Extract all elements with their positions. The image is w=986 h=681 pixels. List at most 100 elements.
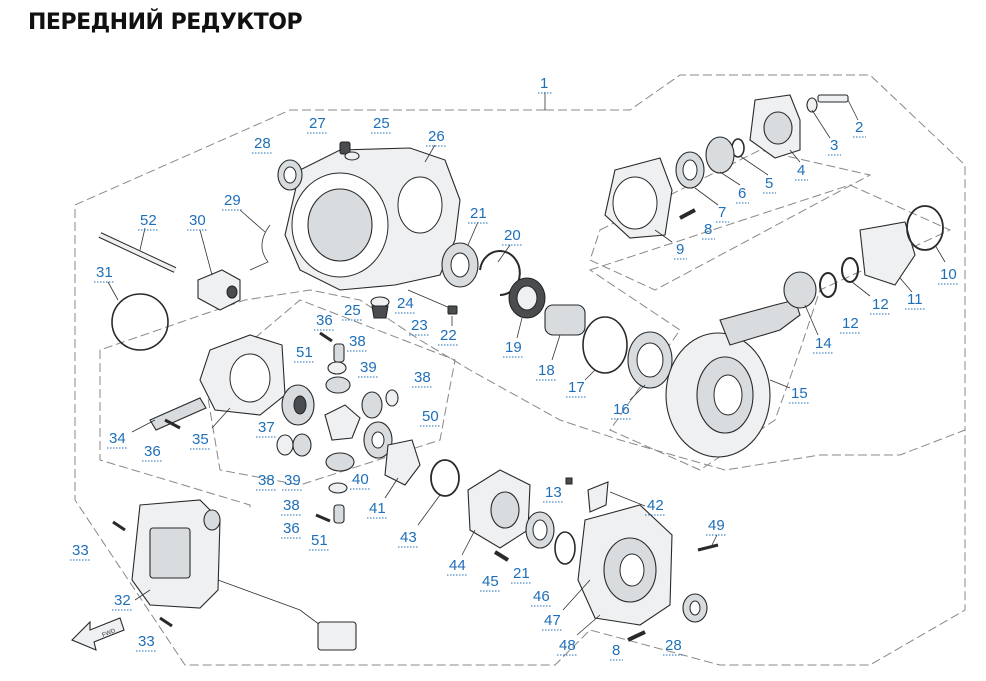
- callout-47[interactable]: 47: [542, 612, 563, 631]
- leader-15: [769, 379, 791, 389]
- callout-14[interactable]: 14: [813, 335, 834, 354]
- callout-17[interactable]: 17: [566, 379, 587, 398]
- callout-45[interactable]: 45: [480, 573, 501, 592]
- callout-40[interactable]: 40: [350, 471, 371, 490]
- callout-36a[interactable]: 36: [314, 312, 335, 331]
- callout-8a[interactable]: 8: [702, 221, 715, 240]
- leader-42: [609, 491, 646, 507]
- callout-38a[interactable]: 38: [347, 333, 368, 352]
- leader-6: [719, 171, 741, 186]
- callout-46[interactable]: 46: [531, 588, 552, 607]
- callout-12b[interactable]: 12: [870, 296, 891, 315]
- callout-38b[interactable]: 38: [412, 369, 433, 388]
- callout-34[interactable]: 34: [107, 430, 128, 449]
- assembly-1-outer: [545, 74, 966, 430]
- callout-28b-text: 28: [665, 637, 682, 654]
- callout-30-text: 30: [189, 212, 206, 229]
- leader-lines: [107, 99, 946, 636]
- callout-23-text: 23: [411, 317, 428, 334]
- callout-13[interactable]: 13: [543, 484, 564, 503]
- callout-35[interactable]: 35: [190, 431, 211, 450]
- callout-33b[interactable]: 33: [136, 633, 157, 652]
- callout-11[interactable]: 11: [905, 291, 926, 310]
- callout-51b[interactable]: 51: [309, 532, 330, 551]
- callout-50[interactable]: 50: [420, 408, 441, 427]
- leader-10: [934, 244, 946, 263]
- washer-25-top: [344, 151, 360, 161]
- bolt-33-upper: [112, 520, 126, 532]
- gear-39-bottom: [325, 452, 355, 472]
- callout-12a[interactable]: 12: [840, 315, 861, 334]
- callout-42-text: 42: [647, 497, 664, 514]
- callout-38d[interactable]: 38: [281, 497, 302, 516]
- bearing-7-inner: [682, 159, 698, 181]
- callout-25a[interactable]: 25: [371, 115, 392, 134]
- callout-21a[interactable]: 21: [468, 205, 489, 224]
- callout-28b[interactable]: 28: [663, 637, 684, 656]
- callout-43[interactable]: 43: [398, 529, 419, 548]
- bolt-8-upper: [679, 208, 696, 220]
- plate-41: [384, 439, 421, 486]
- callout-2[interactable]: 2: [853, 119, 866, 138]
- callout-32[interactable]: 32: [112, 592, 133, 611]
- callout-42[interactable]: 42: [645, 497, 666, 516]
- callout-24[interactable]: 24: [395, 295, 416, 314]
- actuator-32-connector: [149, 527, 191, 579]
- callout-36c-text: 36: [283, 520, 300, 537]
- callout-49[interactable]: 49: [706, 517, 727, 536]
- callout-15[interactable]: 15: [789, 385, 810, 404]
- callout-18[interactable]: 18: [536, 362, 557, 381]
- callout-22[interactable]: 22: [438, 327, 459, 346]
- callout-9-text: 9: [676, 241, 684, 258]
- callout-38c[interactable]: 38: [256, 472, 277, 491]
- housing-side-port: [397, 176, 443, 234]
- callout-19[interactable]: 19: [503, 339, 524, 358]
- callout-10[interactable]: 10: [938, 266, 959, 285]
- callout-17-text: 17: [568, 379, 585, 396]
- callout-31[interactable]: 31: [94, 264, 115, 283]
- callout-52[interactable]: 52: [138, 212, 159, 231]
- callout-21b[interactable]: 21: [511, 565, 532, 584]
- callout-27-text: 27: [309, 115, 326, 132]
- callout-22-text: 22: [440, 327, 457, 344]
- callout-23[interactable]: 23: [409, 317, 430, 336]
- callout-36c[interactable]: 36: [281, 520, 302, 539]
- callout-28a[interactable]: 28: [252, 135, 273, 154]
- callout-30[interactable]: 30: [187, 212, 208, 231]
- callout-36b[interactable]: 36: [142, 443, 163, 462]
- pin-51-top: [333, 343, 345, 363]
- callout-9[interactable]: 9: [674, 241, 687, 260]
- callout-33a[interactable]: 33: [70, 542, 91, 561]
- callout-25b[interactable]: 25: [342, 302, 363, 321]
- callout-20[interactable]: 20: [502, 227, 523, 246]
- callout-29[interactable]: 29: [222, 192, 243, 211]
- callout-7[interactable]: 7: [716, 204, 729, 223]
- callout-16[interactable]: 16: [611, 401, 632, 420]
- callout-8b[interactable]: 8: [610, 642, 623, 661]
- leader-16: [629, 384, 646, 401]
- callout-44[interactable]: 44: [447, 557, 468, 576]
- actuator-32-cable: [217, 579, 321, 626]
- shaft-34: [149, 397, 207, 431]
- bearing-21-upper-inner: [450, 252, 470, 278]
- callout-39a[interactable]: 39: [358, 359, 379, 378]
- leader-44: [461, 529, 476, 556]
- callout-4[interactable]: 4: [795, 162, 808, 181]
- callout-5[interactable]: 5: [763, 175, 776, 194]
- callout-27[interactable]: 27: [307, 115, 328, 134]
- callout-39b[interactable]: 39: [282, 472, 303, 491]
- callout-52-text: 52: [140, 212, 157, 229]
- callout-51a[interactable]: 51: [294, 344, 315, 363]
- gear-39-right: [361, 391, 383, 419]
- callout-1[interactable]: 1: [538, 75, 552, 94]
- callout-6-text: 6: [738, 185, 746, 202]
- pin-51-bottom: [333, 504, 345, 524]
- callout-41[interactable]: 41: [367, 500, 388, 519]
- callout-37[interactable]: 37: [256, 419, 277, 438]
- callout-48[interactable]: 48: [557, 637, 578, 656]
- callout-3[interactable]: 3: [828, 137, 841, 156]
- callout-6[interactable]: 6: [736, 185, 749, 204]
- callout-15-text: 15: [791, 385, 808, 402]
- callout-26[interactable]: 26: [426, 128, 447, 147]
- gear-40-inner: [371, 431, 385, 449]
